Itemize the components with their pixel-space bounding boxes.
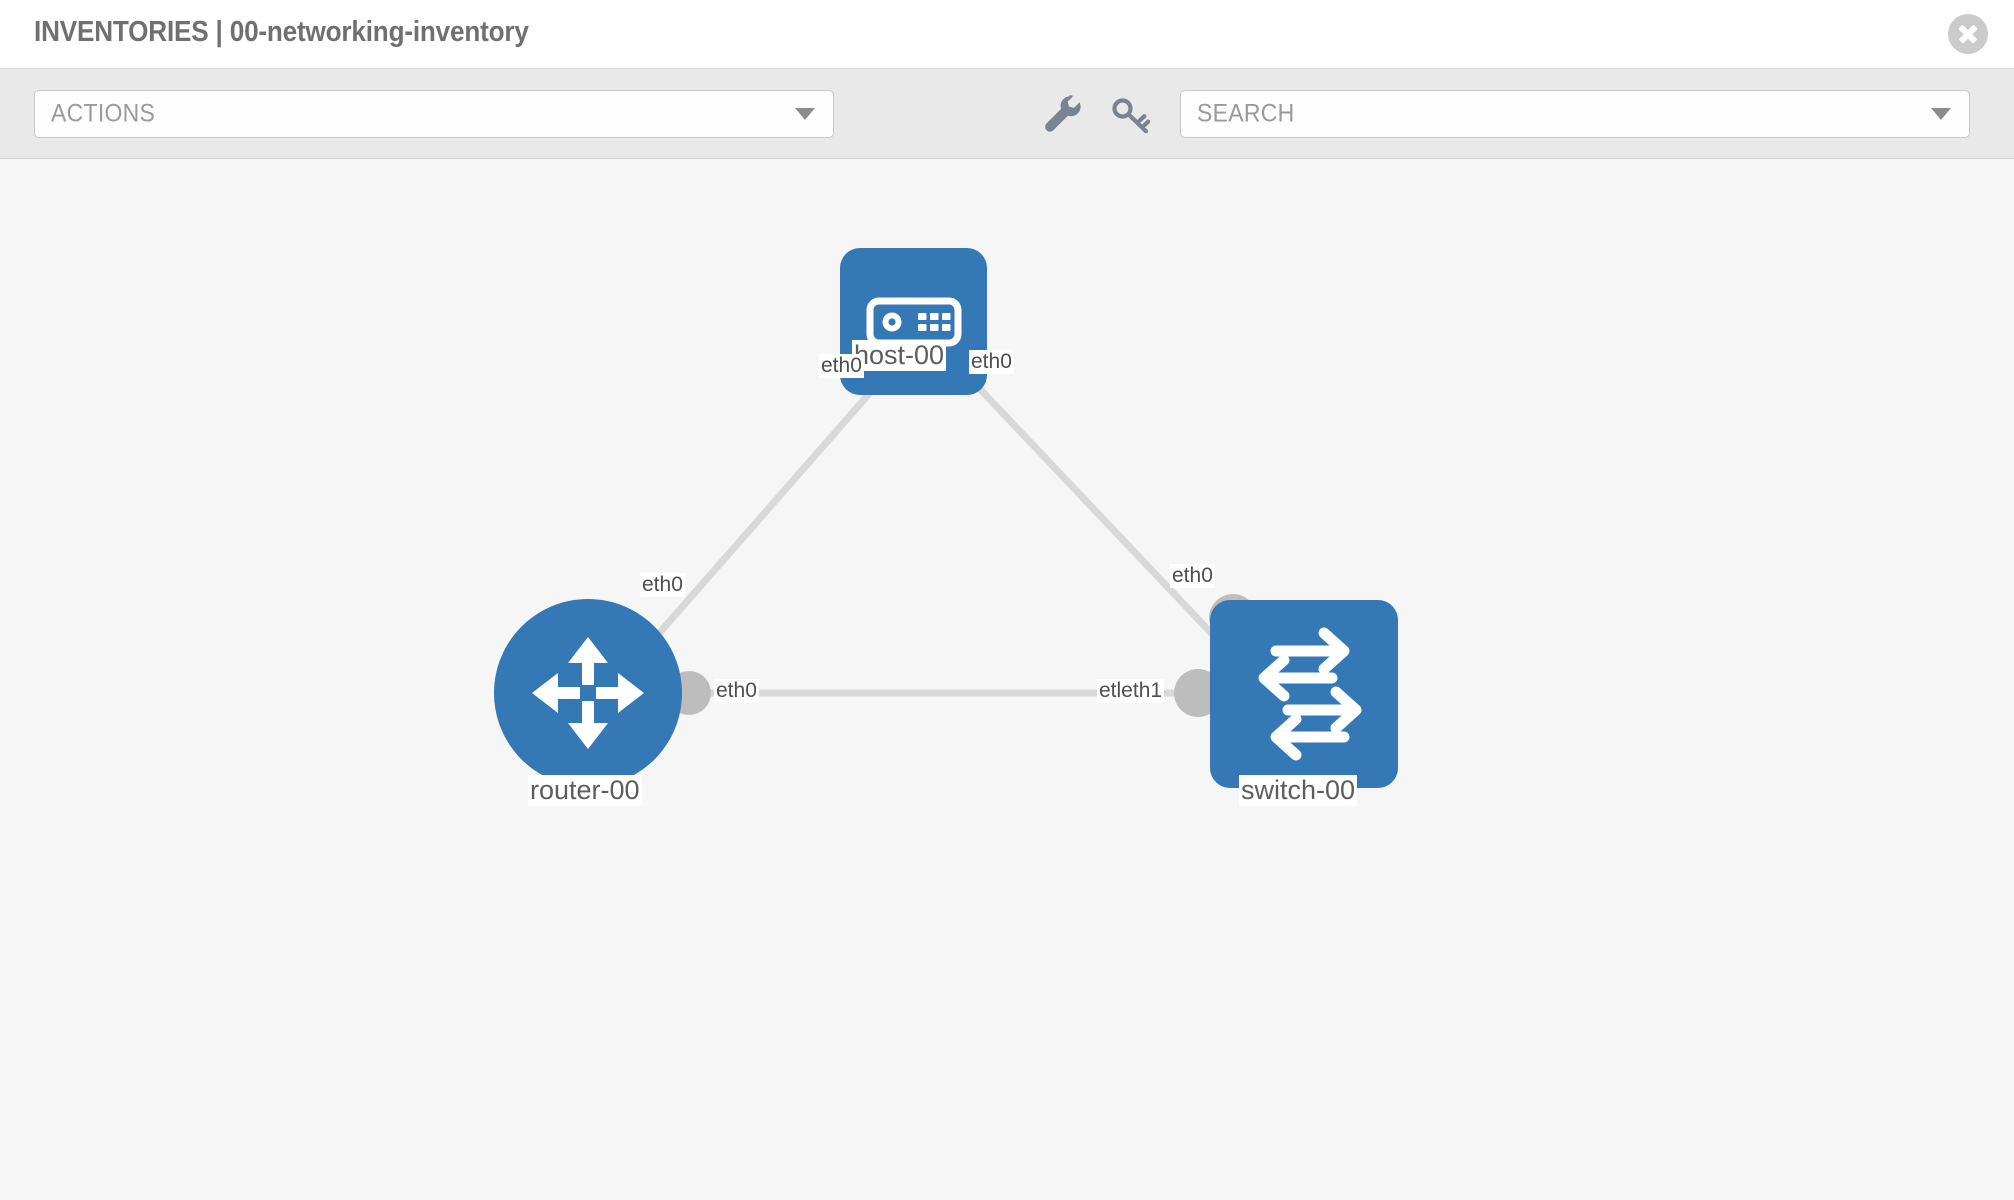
chevron-down-icon xyxy=(795,108,815,120)
topology-canvas[interactable]: host-00 router-00 switch-00 eth0 eth0 et… xyxy=(0,160,2014,1200)
toolbar: ACTIONS SEARCH xyxy=(0,69,2014,159)
switch-arrows-icon xyxy=(1258,627,1362,761)
actions-dropdown-label: ACTIONS xyxy=(51,99,156,128)
link-host-router xyxy=(636,366,894,659)
chevron-down-icon xyxy=(1931,108,1951,120)
search-input-placeholder: SEARCH xyxy=(1197,99,1295,128)
node-router-00[interactable] xyxy=(494,599,682,787)
server-appliance-icon xyxy=(866,297,961,346)
page-title: INVENTORIES | 00-networking-inventory xyxy=(34,16,529,48)
wrench-icon[interactable] xyxy=(1040,92,1084,136)
node-host-00[interactable] xyxy=(840,248,987,395)
router-four-arrows-icon xyxy=(532,637,644,749)
key-icon[interactable] xyxy=(1108,92,1152,136)
actions-dropdown[interactable]: ACTIONS xyxy=(34,90,834,138)
page-header: INVENTORIES | 00-networking-inventory xyxy=(0,0,2014,69)
node-switch-00[interactable] xyxy=(1210,600,1398,788)
topology-graph xyxy=(636,336,1257,717)
close-icon[interactable] xyxy=(1948,14,1988,54)
search-input[interactable]: SEARCH xyxy=(1180,90,1970,138)
link-host-switch xyxy=(956,364,1219,641)
